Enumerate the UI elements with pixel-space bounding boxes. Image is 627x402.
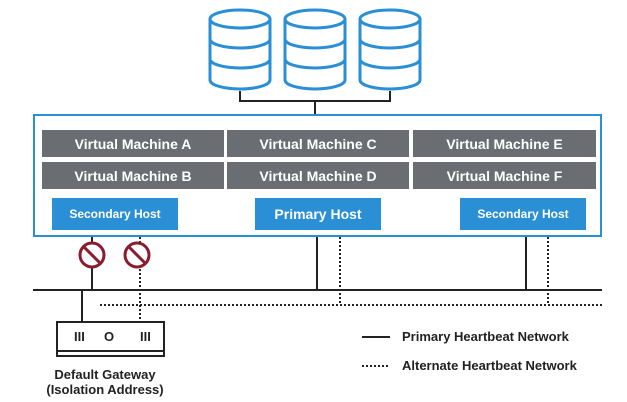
- vm-e: Virtual Machine E: [413, 130, 596, 157]
- gateway-glyph-mid: O: [104, 329, 114, 344]
- secondary-host-right: Secondary Host: [460, 198, 586, 230]
- gateway-glyph-left: III: [74, 329, 85, 344]
- default-gateway-icon: III O III: [56, 321, 165, 357]
- gateway-label: Default Gateway (Isolation Address): [20, 367, 190, 397]
- vm-c: Virtual Machine C: [227, 130, 409, 157]
- gateway-glyph-right: III: [140, 329, 151, 344]
- vm-f: Virtual Machine F: [413, 162, 596, 189]
- vm-d: Virtual Machine D: [227, 162, 409, 189]
- primary-heartbeat-network: [33, 237, 602, 322]
- secondary-host-left: Secondary Host: [52, 198, 178, 230]
- gateway-label-line2: (Isolation Address): [46, 382, 164, 397]
- legend-alternate-label: Alternate Heartbeat Network: [402, 358, 577, 373]
- ha-cluster: Virtual Machine A Virtual Machine C Virt…: [33, 114, 602, 237]
- datastore-1-icon: [208, 8, 272, 91]
- shared-storage: [208, 8, 422, 91]
- storage-connector: [239, 91, 391, 114]
- alternate-heartbeat-network: [100, 237, 602, 322]
- datastore-2-icon: [283, 8, 347, 91]
- gateway-label-line1: Default Gateway: [54, 367, 156, 382]
- blocked-primary-link-icon: [78, 241, 106, 269]
- legend-lines: [362, 336, 390, 367]
- primary-host: Primary Host: [255, 198, 381, 230]
- vm-b: Virtual Machine B: [42, 162, 224, 189]
- vm-a: Virtual Machine A: [42, 130, 224, 157]
- datastore-3-icon: [358, 8, 422, 91]
- blocked-alternate-link-icon: [123, 241, 151, 269]
- legend-primary-label: Primary Heartbeat Network: [402, 329, 569, 344]
